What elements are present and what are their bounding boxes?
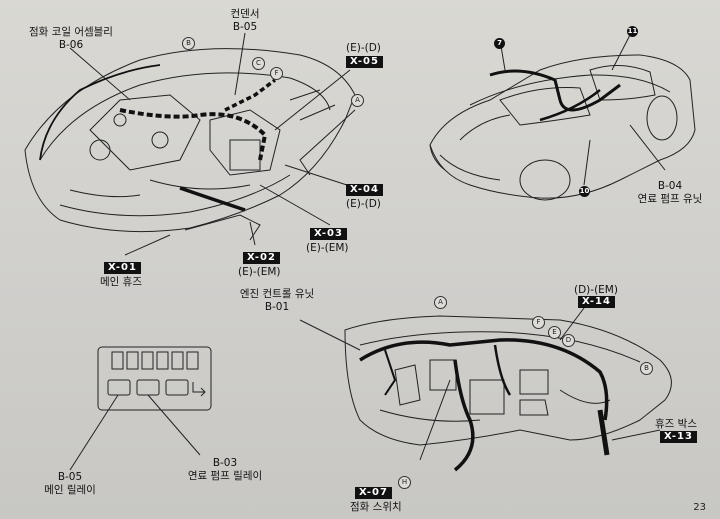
fuel-relay-label: B-03 연료 펌프 릴레이 [170, 457, 280, 483]
relay-box-drawing [97, 346, 212, 411]
fuse-box-label: 휴즈 박스 [655, 418, 697, 430]
page-number: 23 [693, 502, 706, 513]
x14-tag: X-14 [578, 296, 615, 308]
x03-tag: X-03 [310, 228, 347, 240]
x07-tag: X-07 [355, 487, 392, 499]
car-drawing [429, 54, 696, 201]
cabin-connector-d-marker: D [562, 334, 575, 347]
connector-f-marker: F [270, 67, 283, 80]
engine-bay-drawing [24, 48, 356, 241]
cabin-connector-h-marker: H [398, 476, 411, 489]
cabin-connector-b-marker: B [640, 362, 653, 375]
fuel-pump-unit-name: 연료 펌프 유닛 [637, 193, 703, 205]
dem-label: (D)-(EM) [574, 284, 618, 296]
x01-tag: X-01 [104, 262, 141, 274]
fuel-pump-unit-code: B-04 [657, 180, 683, 192]
coil-name: 점화 코일 어셈블리 [29, 26, 113, 38]
coil-code: B-06 [58, 39, 84, 51]
ed-mid-label: (E)-(D) [346, 198, 381, 210]
ecu-label: 엔진 컨트롤 유닛 B-01 [232, 288, 322, 314]
connector-a-marker: A [351, 94, 364, 107]
main-relay-name: 메인 릴레이 [44, 484, 96, 496]
eem-mid-label: (E)-(EM) [306, 242, 349, 254]
cabin-connector-e-marker: E [548, 326, 561, 339]
eem-low-label: (E)-(EM) [238, 266, 281, 278]
main-relay-label: B-05 메인 릴레이 [35, 471, 105, 497]
x05-tag: X-05 [346, 56, 383, 68]
x13-tag: X-13 [660, 431, 697, 443]
main-relay-code: B-05 [57, 471, 83, 483]
fuel-relay-name: 연료 펌프 릴레이 [187, 470, 263, 482]
cabin-connector-a-marker: A [434, 296, 447, 309]
main-fuse-label: 메인 휴즈 [100, 276, 142, 288]
ecu-code: B-01 [264, 301, 290, 313]
ground-7-marker: 7 [494, 38, 505, 49]
fuel-pump-unit-label: B-04 연료 펌프 유닛 [630, 180, 710, 206]
condenser-label: 컨덴서 B-05 [215, 8, 275, 34]
fuel-relay-code: B-03 [212, 457, 238, 469]
ground-10-marker: 10 [579, 186, 590, 197]
cabin-connector-f-marker: F [532, 316, 545, 329]
connector-c-marker: C [252, 57, 265, 70]
coil-assembly-label: 점화 코일 어셈블리 B-06 [16, 26, 126, 52]
connector-b-marker: B [182, 37, 195, 50]
ecu-name: 엔진 컨트롤 유닛 [239, 288, 315, 300]
x04-tag: X-04 [346, 184, 383, 196]
condenser-name: 컨덴서 [230, 8, 260, 20]
ed-top-label: (E)-(D) [346, 42, 381, 54]
ignition-switch-label: 점화 스위치 [350, 501, 402, 513]
x02-tag: X-02 [243, 252, 280, 264]
condenser-code: B-05 [232, 21, 258, 33]
ground-11-marker: 11 [627, 26, 638, 37]
